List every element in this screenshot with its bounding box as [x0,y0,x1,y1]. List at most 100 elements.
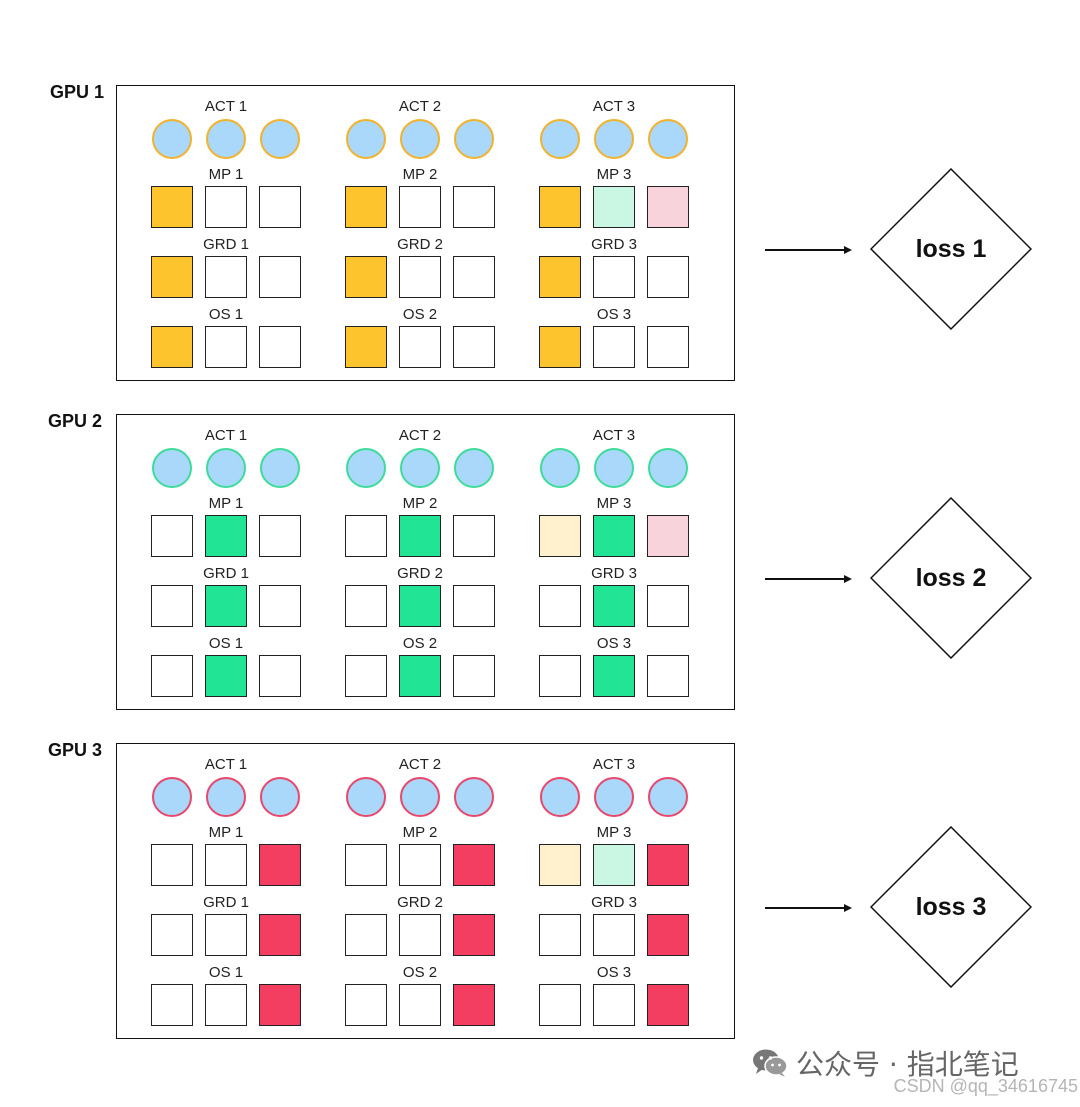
grd-cell [593,914,635,956]
os-cell [593,984,635,1026]
grd-cell [453,585,495,627]
grd-label: GRD 2 [397,894,443,911]
activation-circle [400,777,440,817]
activation-circle [540,777,580,817]
activation-circle [540,448,580,488]
mp-cell [539,844,581,886]
os-cell [399,326,441,368]
mp-label: MP 2 [402,495,438,512]
activation-circle [346,777,386,817]
os-cell [345,984,387,1026]
activation-circle [594,119,634,159]
loss-diamond: loss 3 [870,826,1032,988]
grd-cell [151,914,193,956]
mp-label: MP 2 [402,824,438,841]
os-cell [345,655,387,697]
act-label: ACT 2 [398,98,442,115]
arrow-head [844,245,852,254]
os-cell [399,655,441,697]
grd-label: GRD 3 [591,236,637,253]
mp-cell [647,515,689,557]
act-label: ACT 3 [592,756,636,773]
mp-cell [647,844,689,886]
grd-cell [399,585,441,627]
os-cell [259,655,301,697]
mp-cell [647,186,689,228]
act-label: ACT 3 [592,427,636,444]
activation-circle [648,448,688,488]
os-cell [151,326,193,368]
grd-label: GRD 2 [397,236,443,253]
activation-circle [152,777,192,817]
activation-circle [260,119,300,159]
mp-label: MP 2 [402,166,438,183]
grd-cell [259,256,301,298]
activation-circle [540,119,580,159]
arrow [765,249,845,251]
grd-cell [399,914,441,956]
os-label: OS 1 [208,635,244,652]
os-cell [151,655,193,697]
loss-diamond: loss 1 [870,168,1032,330]
mp-cell [259,186,301,228]
grd-label: GRD 3 [591,565,637,582]
grd-cell [205,256,247,298]
os-label: OS 1 [208,306,244,323]
grd-cell [593,585,635,627]
os-label: OS 3 [596,964,632,981]
activation-circle [400,448,440,488]
os-cell [593,326,635,368]
grd-cell [453,914,495,956]
mp-cell [593,844,635,886]
activation-circle [206,448,246,488]
os-cell [453,326,495,368]
mp-cell [453,844,495,886]
grd-cell [539,585,581,627]
arrow-head [844,903,852,912]
grd-cell [539,914,581,956]
mp-cell [539,186,581,228]
mp-cell [345,515,387,557]
grd-cell [539,256,581,298]
wechat-icon [752,1048,788,1078]
mp-cell [151,844,193,886]
activation-circle [346,448,386,488]
os-cell [453,984,495,1026]
mp-cell [151,515,193,557]
gpu-label: GPU 1 [50,82,105,102]
activation-circle [152,448,192,488]
mp-cell [593,515,635,557]
grd-cell [259,585,301,627]
os-label: OS 3 [596,635,632,652]
grd-cell [151,585,193,627]
loss-diamond: loss 2 [870,497,1032,659]
mp-cell [399,186,441,228]
act-label: ACT 1 [204,756,248,773]
mp-label: MP 3 [596,495,632,512]
act-label: ACT 2 [398,427,442,444]
mp-cell [205,844,247,886]
loss-label: loss 1 [915,234,987,263]
watermark: 公众号 · 指北笔记 [752,1043,1019,1083]
os-label: OS 1 [208,964,244,981]
mp-label: MP 1 [208,495,244,512]
activation-circle [206,777,246,817]
os-cell [205,326,247,368]
mp-label: MP 3 [596,166,632,183]
os-label: OS 3 [596,306,632,323]
grd-label: GRD 1 [203,236,249,253]
mp-cell [205,186,247,228]
os-label: OS 2 [402,306,438,323]
activation-circle [454,777,494,817]
os-cell [205,655,247,697]
mp-label: MP 3 [596,824,632,841]
arrow [765,907,845,909]
act-label: ACT 2 [398,756,442,773]
grd-cell [593,256,635,298]
act-label: ACT 1 [204,98,248,115]
mp-cell [259,515,301,557]
mp-cell [345,844,387,886]
os-label: OS 2 [402,964,438,981]
mp-cell [453,186,495,228]
mp-cell [399,844,441,886]
